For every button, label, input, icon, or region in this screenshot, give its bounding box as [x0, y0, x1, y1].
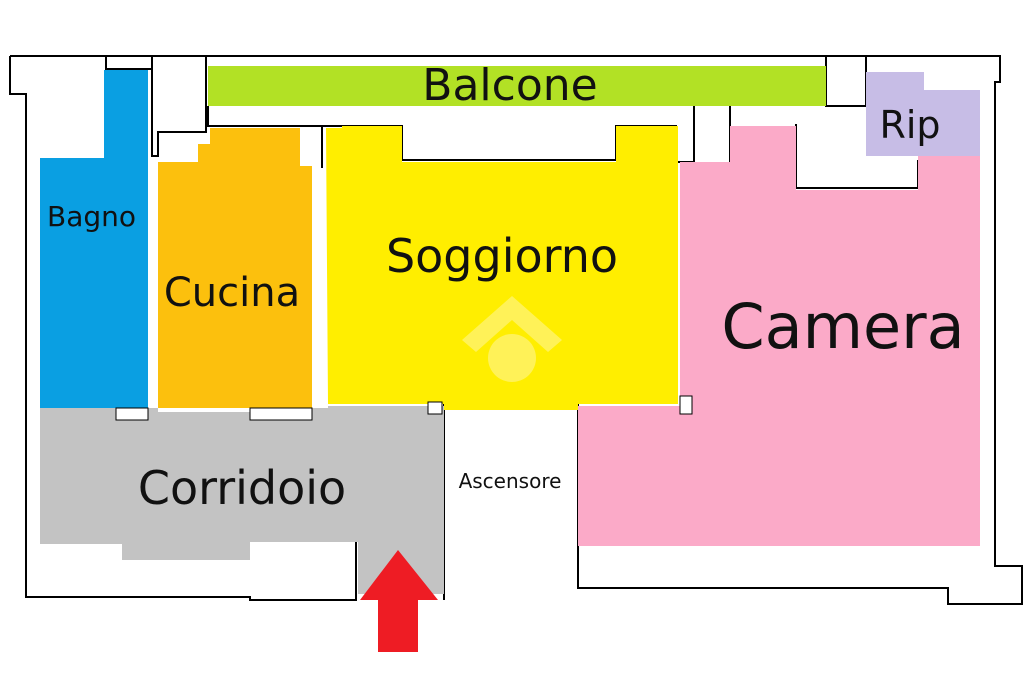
label-soggiorno: Soggiorno: [386, 229, 618, 283]
door-openings: [115, 395, 693, 421]
house-logo-icon: [462, 296, 562, 382]
room-soggiorno: [326, 126, 678, 410]
label-corridoio: Corridoio: [138, 461, 346, 515]
room-corridoio: [40, 406, 444, 594]
label-camera: Camera: [721, 290, 964, 363]
label-bagno: Bagno: [47, 200, 136, 233]
label-cucina: Cucina: [164, 270, 300, 316]
label-balcone: Balcone: [422, 60, 597, 111]
label-ascensore: Ascensore: [459, 469, 562, 493]
room-ripostiglio: [866, 72, 980, 156]
room-cucina: [158, 128, 312, 408]
room-bagno: [40, 70, 148, 410]
label-ripostiglio: Rip: [879, 103, 940, 147]
arrow-up-icon: [360, 550, 438, 652]
room-balcone: [208, 66, 826, 106]
room-camera: [578, 126, 980, 546]
